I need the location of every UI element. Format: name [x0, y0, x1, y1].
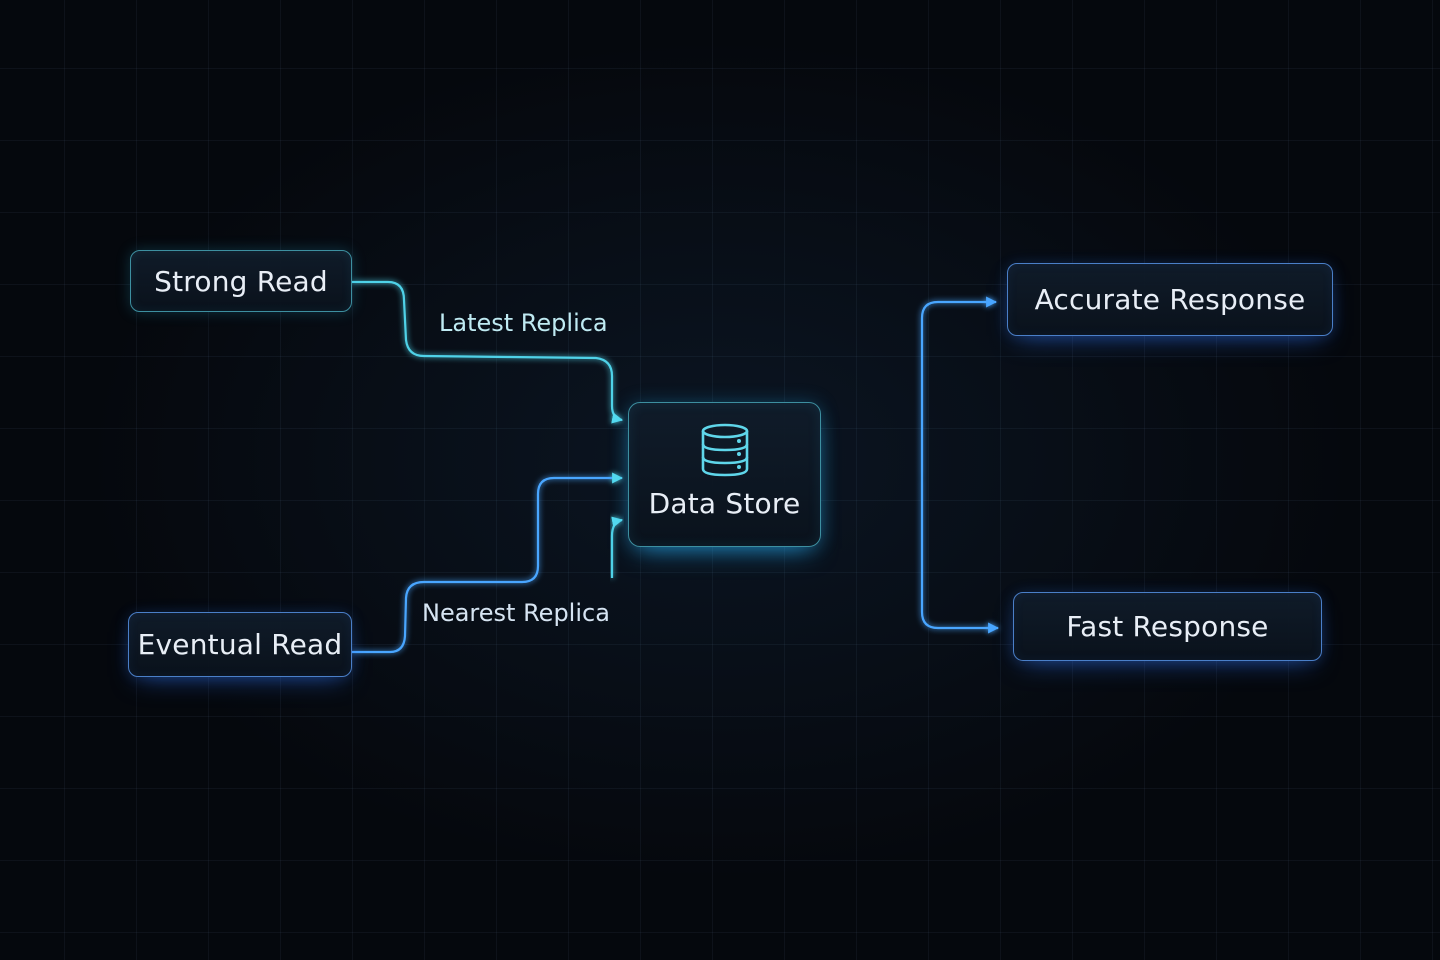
latest-replica-label: Latest Replica	[439, 309, 608, 337]
eventual-read-node[interactable]: Eventual Read	[128, 612, 352, 677]
connector-strong-to-store	[352, 280, 624, 424]
strong-read-node[interactable]: Strong Read	[130, 250, 352, 312]
connector-to-fast	[920, 478, 1000, 634]
data-store-label: Data Store	[648, 487, 801, 520]
connector-eventual-to-store	[352, 472, 624, 654]
connector-to-accurate	[920, 296, 998, 478]
data-store-node[interactable]: Data Store	[628, 402, 821, 547]
nearest-replica-label: Nearest Replica	[422, 599, 610, 627]
accurate-response-node[interactable]: Accurate Response	[1007, 263, 1333, 336]
connector-nearest-stub	[610, 516, 624, 578]
database-icon	[701, 423, 748, 477]
fast-response-node[interactable]: Fast Response	[1013, 592, 1322, 661]
